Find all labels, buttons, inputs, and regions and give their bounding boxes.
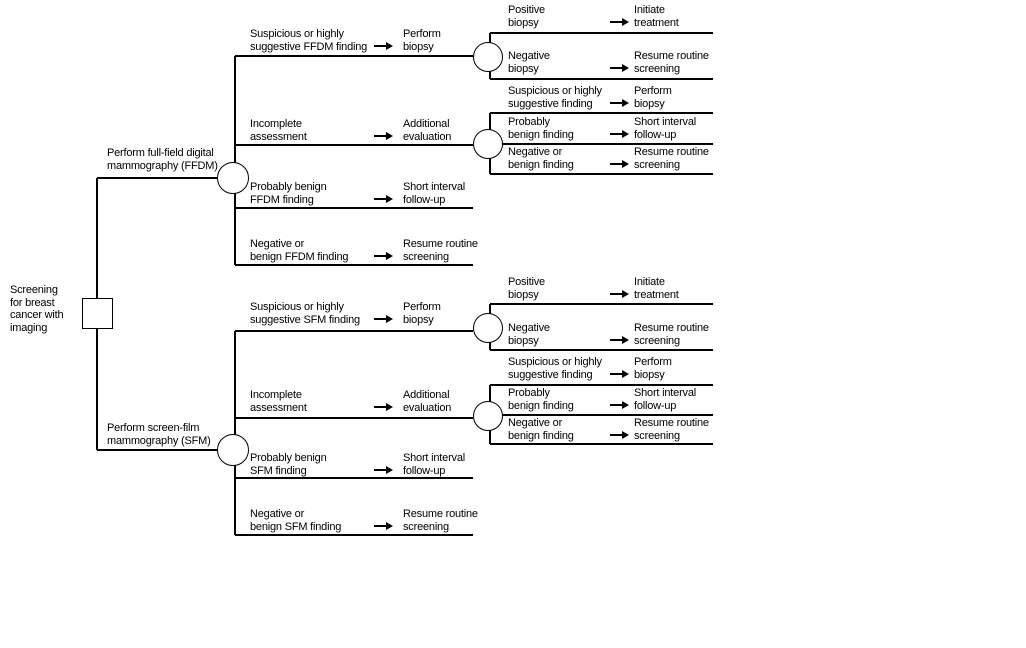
sfm-incomplete-line xyxy=(235,417,473,419)
sfm-eval-suspicious-line xyxy=(490,384,713,386)
ffdm-probably-benign-line xyxy=(235,207,473,209)
trunk-lower-line xyxy=(96,329,98,450)
ffdm-eval-suspicious-line xyxy=(490,112,713,114)
ffdm-incomplete-line xyxy=(235,144,473,146)
ffdm-biopsy-positive-line xyxy=(490,32,713,34)
sfm-eval-chance-node xyxy=(473,401,503,431)
sfm-biopsy-positive-arrow-icon xyxy=(610,289,629,299)
ffdm-eval-negative-line xyxy=(490,173,713,175)
sfm-biopsy-negative-arrow-icon xyxy=(610,335,629,345)
ffdm-biopsy-negative-arrow-icon xyxy=(610,63,629,73)
ffdm-eval-probably-benign-line xyxy=(490,143,713,145)
sfm-biopsy-positive-line xyxy=(490,303,713,305)
sfm-negative-line xyxy=(235,534,473,536)
ffdm-probably-benign-arrow-icon xyxy=(374,194,393,204)
ffdm-eval-chance-node xyxy=(473,129,503,159)
ffdm-negative-line xyxy=(235,264,473,266)
sfm-eval-negative-arrow-icon xyxy=(610,430,629,440)
sfm-negative-arrow-icon xyxy=(374,521,393,531)
ffdm-chance-node xyxy=(217,162,249,194)
sfm-incomplete-arrow-icon xyxy=(374,402,393,412)
sfm-eval-suspicious-arrow-icon xyxy=(610,369,629,379)
ffdm-bracket-line xyxy=(234,56,236,265)
sfm-probably-benign-arrow-icon xyxy=(374,465,393,475)
ffdm-eval-probably-benign-arrow-icon xyxy=(610,129,629,139)
sfm-suspicious-arrow-icon xyxy=(374,314,393,324)
sfm-eval-probably-benign-arrow-icon xyxy=(610,400,629,410)
ffdm-eval-suspicious-arrow-icon xyxy=(610,98,629,108)
ffdm-suspicious-line xyxy=(235,55,473,57)
root-decision-node xyxy=(82,298,113,329)
trunk-ffdm-line xyxy=(97,177,218,179)
ffdm-suspicious-arrow-icon xyxy=(374,41,393,51)
sfm-biopsy-negative-line xyxy=(490,349,713,351)
sfm-chance-node xyxy=(217,434,249,466)
trunk-sfm-line xyxy=(97,449,217,451)
ffdm-eval-negative-arrow-icon xyxy=(610,159,629,169)
sfm-eval-probably-benign-line xyxy=(490,414,713,416)
ffdm-biopsy-positive-arrow-icon xyxy=(610,17,629,27)
ffdm-biopsy-negative-line xyxy=(490,78,713,80)
sfm-biopsy-chance-node xyxy=(473,313,503,343)
ffdm-biopsy-chance-node xyxy=(473,42,503,72)
ffdm-negative-arrow-icon xyxy=(374,251,393,261)
sfm-probably-benign-line xyxy=(235,477,473,479)
trunk-upper-line xyxy=(96,178,98,299)
ffdm-incomplete-arrow-icon xyxy=(374,131,393,141)
sfm-suspicious-line xyxy=(235,330,473,332)
sfm-eval-negative-line xyxy=(490,443,713,445)
sfm-bracket-line xyxy=(234,331,236,535)
